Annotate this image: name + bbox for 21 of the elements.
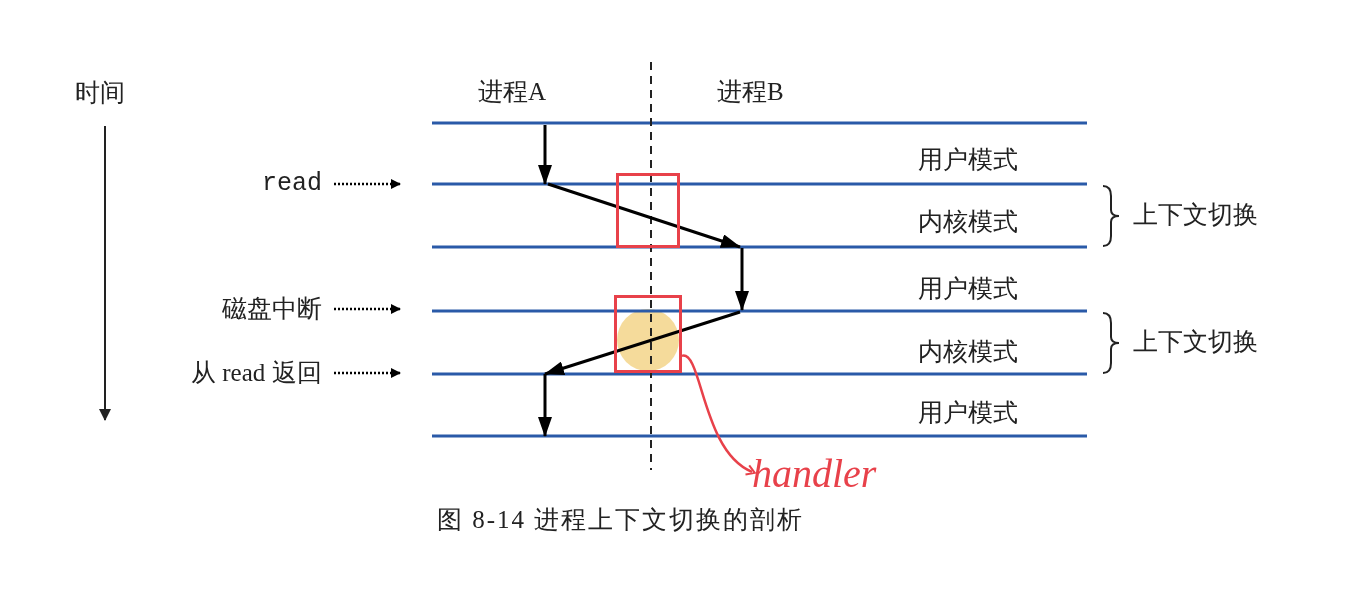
mode-label: 内核模式 [918,337,1018,367]
mode-label: 用户模式 [918,145,1018,175]
figure-caption: 图 8-14 进程上下文切换的剖析 [437,505,805,535]
highlight-frame [614,295,682,373]
dotted-arrow [334,179,401,189]
event-label: 磁盘中断 [222,294,322,324]
handwritten-note: handler [752,452,877,496]
mode-label: 用户模式 [918,274,1018,304]
context-switch-label: 上下文切换 [1133,327,1258,357]
leader-line [681,354,756,475]
column-heading: 进程A [478,77,547,107]
dotted-arrow [334,304,401,314]
column-heading: 进程B [717,77,784,107]
context-switch-label: 上下文切换 [1133,200,1258,230]
axis-label: 时间 [75,78,125,108]
event-label: read [262,169,322,199]
dotted-arrow [334,368,401,378]
highlight-frame [616,173,680,248]
mode-label: 内核模式 [918,207,1018,237]
event-label: 从 read 返回 [191,358,322,388]
mode-label: 用户模式 [918,398,1018,428]
